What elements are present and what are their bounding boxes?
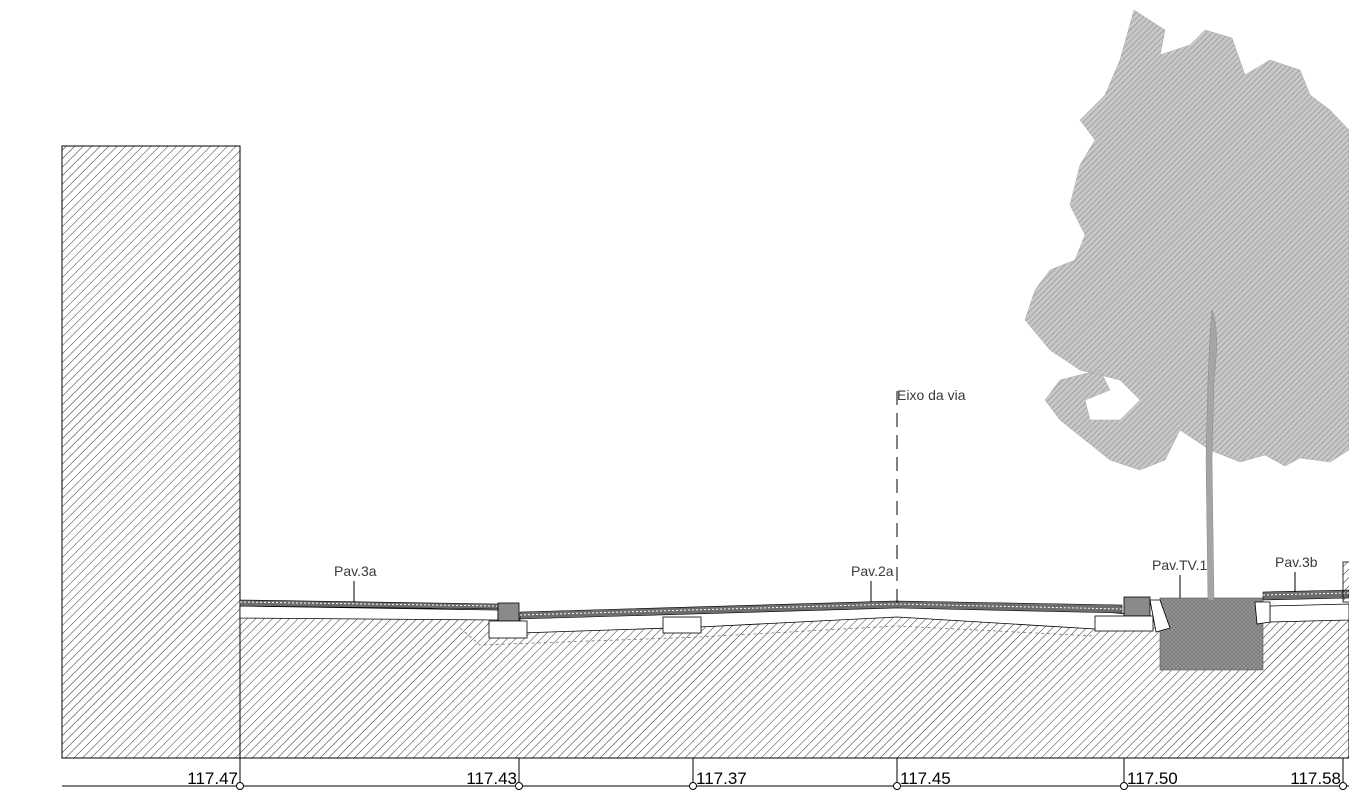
right-edge-wall	[1342, 561, 1349, 603]
sub-base-dashed	[459, 625, 1096, 646]
sidewalk-paving-right	[1262, 589, 1349, 601]
elevation-5: 117.50	[1127, 769, 1178, 788]
right-sub-base	[1269, 603, 1349, 623]
drain-block	[662, 616, 702, 634]
elevation-markers	[236, 758, 1347, 790]
tree-trunk-icon	[1205, 309, 1217, 601]
curb-left	[497, 602, 520, 622]
label-pav-2a: Pav.2a	[851, 563, 894, 579]
label-pav-3a: Pav.3a	[334, 563, 377, 579]
curb-foundation-right	[1094, 615, 1154, 632]
curb-right	[1123, 596, 1151, 617]
tree-pit	[1159, 597, 1264, 671]
building-wall	[61, 145, 241, 759]
label-pav-3b: Pav.3b	[1275, 554, 1318, 570]
elevation-4: 117.45	[900, 769, 951, 788]
tree-canopy-icon	[1024, 9, 1349, 471]
label-pav-tv1: Pav.TV.1	[1152, 557, 1207, 573]
elevation-2: 117.43	[466, 769, 517, 788]
curb-foundation-left	[488, 620, 528, 639]
elevation-1: 117.47	[187, 769, 238, 788]
road-axis-label: Eixo da via	[897, 387, 966, 403]
elevation-3: 117.37	[696, 769, 747, 788]
elevation-6: 117.58	[1290, 769, 1341, 788]
